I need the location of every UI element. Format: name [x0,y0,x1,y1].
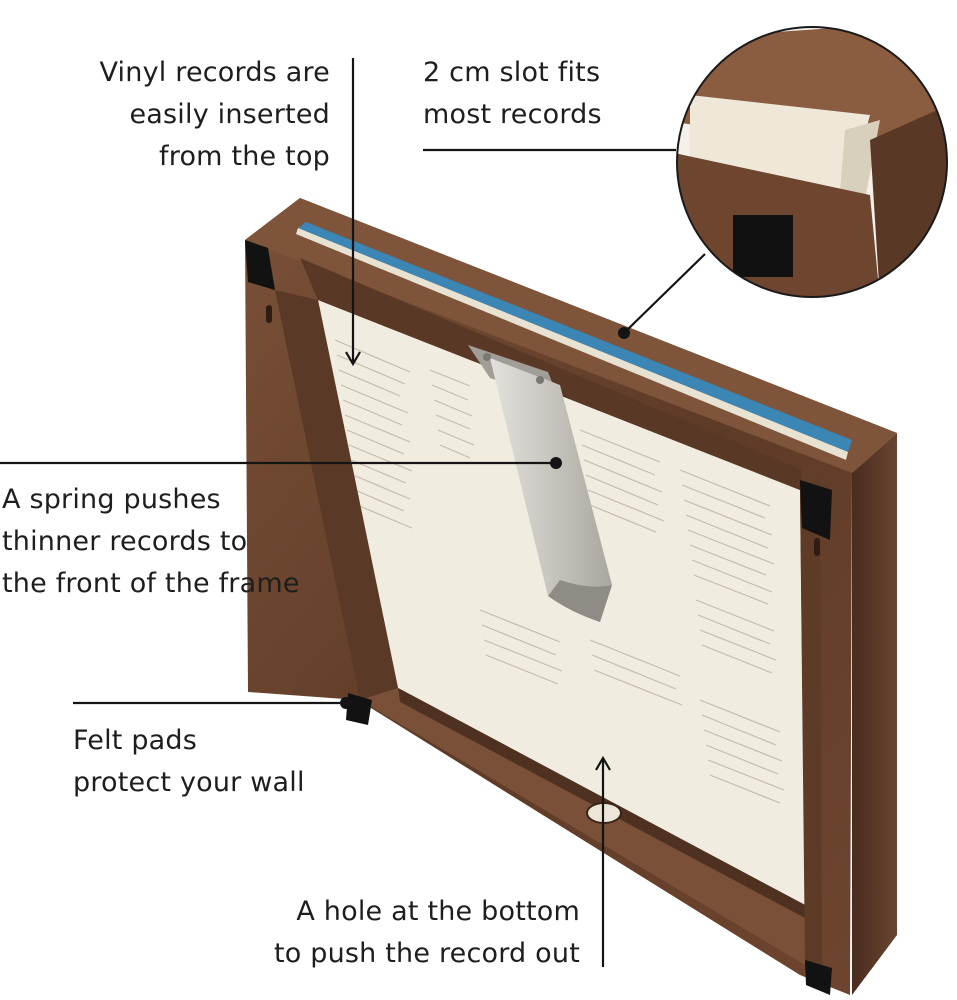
callout-felt-line-2: protect your wall [73,767,305,798]
frame-right-side [852,433,897,995]
felt-pad-bottom-left [346,693,372,725]
callout-slot-line-1: 2 cm slot fits [423,57,601,88]
sleeve-print [334,339,785,804]
felt-pad-right [800,480,832,540]
slot-detail-zoom [676,26,948,298]
callout-hole: A hole at the bottom to push the record … [200,891,580,975]
leader-zoom [623,253,706,334]
callout-spring: A spring pushes thinner records to the f… [2,479,300,605]
callout-spring-line-3: the front of the frame [2,568,300,599]
frame-inner-left [275,290,398,700]
dot-spring [550,457,562,469]
callout-insert: Vinyl records are easily inserted from t… [40,52,330,178]
callout-insert-line-2: easily inserted [129,99,330,130]
frame-inner-top [300,258,802,490]
callout-slot-line-2: most records [423,99,602,130]
felt-pads [245,240,832,995]
callout-insert-line-1: Vinyl records are [99,57,330,88]
callout-slot: 2 cm slot fits most records [423,52,602,136]
leader-lines [0,58,706,967]
callout-spring-line-2: thinner records to [2,526,248,557]
callout-hole-line-1: A hole at the bottom [296,896,580,927]
arrowhead-hole [595,755,611,771]
spring [468,345,612,622]
felt-pad-top-left [245,240,275,290]
record-edge [298,222,852,452]
callout-felt-line-1: Felt pads [73,725,198,756]
callout-insert-line-3: from the top [159,141,330,172]
callout-felt: Felt pads protect your wall [73,720,305,804]
frame-bottom-rail [360,688,805,965]
callout-spring-line-1: A spring pushes [2,484,221,515]
dot-zoom [618,327,630,339]
dot-felt [340,697,352,709]
callout-hole-line-2: to push the record out [273,938,580,969]
felt-pad-bottom-right [805,960,832,995]
arrowhead-insert [345,351,361,367]
